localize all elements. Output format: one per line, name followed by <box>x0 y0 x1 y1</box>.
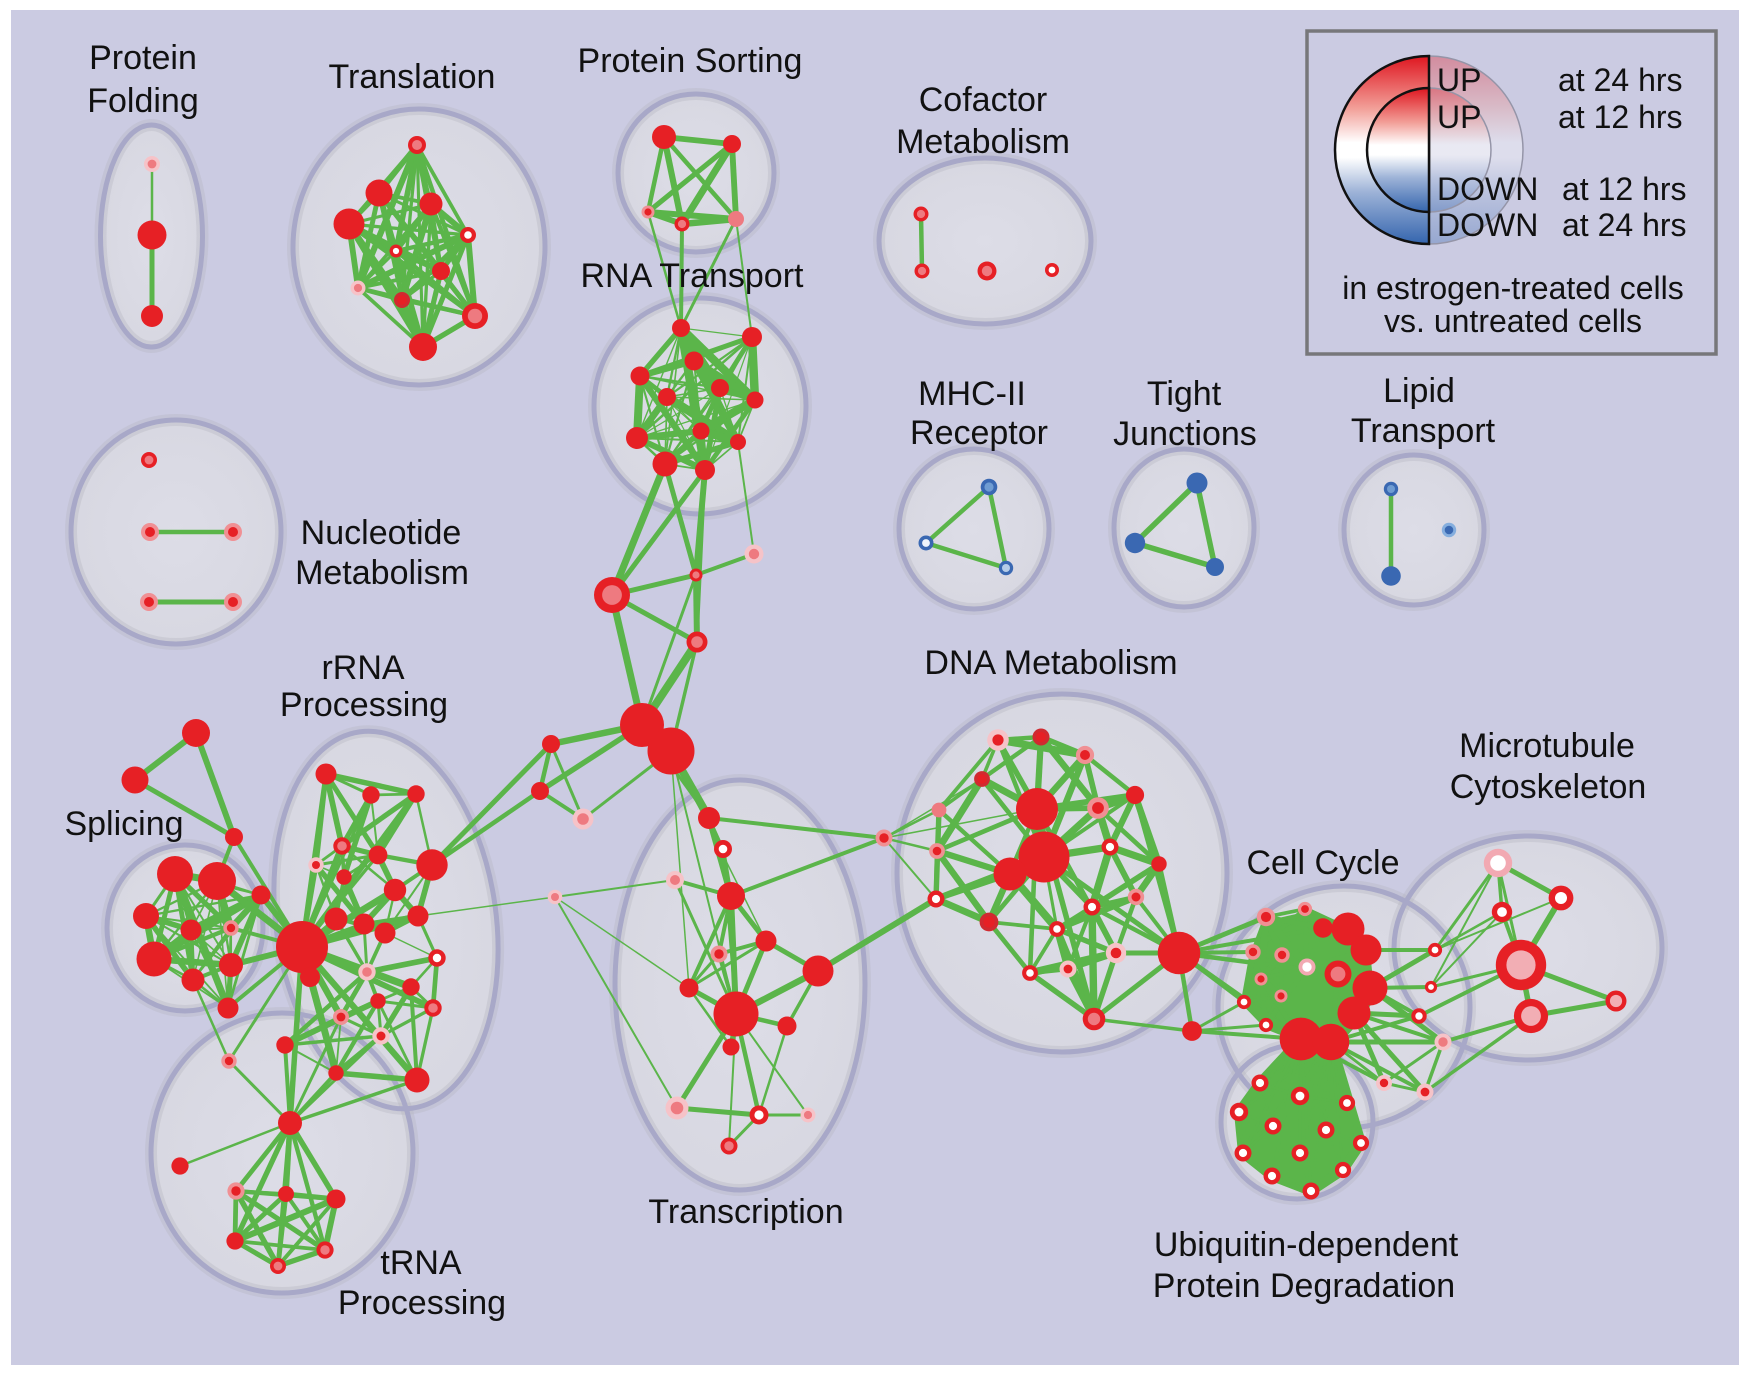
svg-text:Receptor: Receptor <box>910 414 1048 452</box>
svg-text:Ubiquitin-dependent: Ubiquitin-dependent <box>1154 1226 1459 1264</box>
svg-text:at 12 hrs: at 12 hrs <box>1562 171 1687 207</box>
svg-text:UP: UP <box>1437 62 1481 98</box>
svg-text:Splicing: Splicing <box>64 805 183 843</box>
svg-text:tRNA: tRNA <box>380 1244 462 1282</box>
svg-text:Cytoskeleton: Cytoskeleton <box>1450 768 1647 806</box>
svg-text:Junctions: Junctions <box>1113 415 1257 453</box>
svg-text:Metabolism: Metabolism <box>896 123 1070 161</box>
svg-text:Cofactor: Cofactor <box>919 81 1048 119</box>
svg-text:at 24 hrs: at 24 hrs <box>1562 207 1687 243</box>
svg-text:UP: UP <box>1437 99 1481 135</box>
svg-text:Transcription: Transcription <box>648 1193 843 1231</box>
svg-text:Folding: Folding <box>87 82 199 120</box>
svg-text:Lipid: Lipid <box>1383 372 1455 410</box>
svg-text:Processing: Processing <box>280 686 448 724</box>
svg-text:Translation: Translation <box>329 58 496 96</box>
svg-text:Protein Sorting: Protein Sorting <box>578 42 803 80</box>
svg-text:Cell Cycle: Cell Cycle <box>1246 844 1399 882</box>
svg-text:at 12 hrs: at 12 hrs <box>1558 99 1683 135</box>
svg-text:in estrogen-treated cells: in estrogen-treated cells <box>1342 270 1684 306</box>
svg-text:at 24 hrs: at 24 hrs <box>1558 62 1683 98</box>
svg-text:Tight: Tight <box>1147 375 1222 413</box>
svg-text:rRNA: rRNA <box>321 649 404 687</box>
svg-text:DNA Metabolism: DNA Metabolism <box>924 644 1177 682</box>
svg-text:RNA Transport: RNA Transport <box>581 257 805 295</box>
svg-text:DOWN: DOWN <box>1437 171 1538 207</box>
svg-text:Metabolism: Metabolism <box>295 554 469 592</box>
svg-text:Protein: Protein <box>89 39 197 77</box>
svg-text:Transport: Transport <box>1351 412 1496 450</box>
svg-text:Microtubule: Microtubule <box>1459 727 1635 765</box>
svg-text:vs. untreated cells: vs. untreated cells <box>1384 303 1642 339</box>
svg-text:Processing: Processing <box>338 1284 506 1322</box>
svg-text:MHC-II: MHC-II <box>918 375 1026 413</box>
svg-text:Nucleotide: Nucleotide <box>301 514 462 552</box>
svg-text:Protein Degradation: Protein Degradation <box>1153 1267 1455 1305</box>
svg-text:DOWN: DOWN <box>1437 207 1538 243</box>
